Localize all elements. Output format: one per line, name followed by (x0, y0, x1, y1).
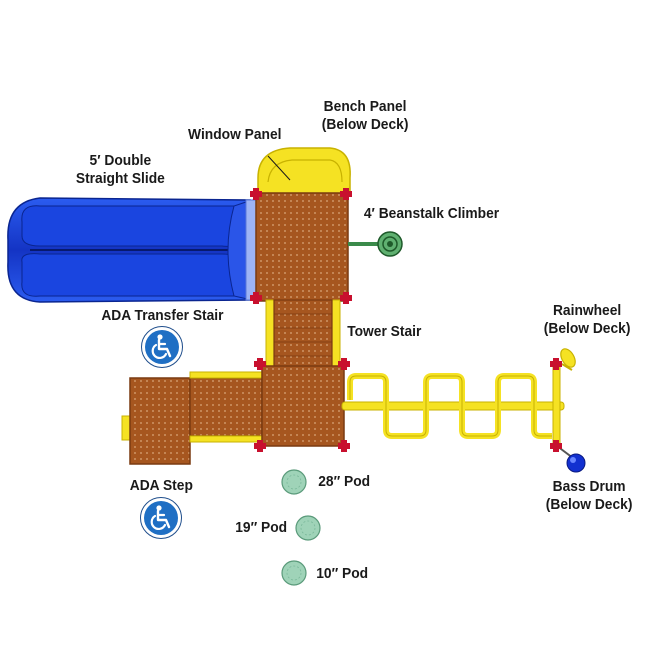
double-straight-slide (7, 197, 257, 303)
window-panel-label: Window Panel (188, 126, 281, 144)
pod-10-text: 10″ Pod (316, 565, 369, 582)
double-slide-label: 5′ Double Straight Slide (76, 152, 165, 188)
lower-deck (261, 365, 345, 447)
double-slide-line1: 5′ Double (89, 152, 152, 169)
ada-step-label: ADA Step (130, 477, 193, 495)
rainwheel (560, 348, 576, 371)
ada-transfer-label: ADA Transfer Stair (101, 307, 223, 325)
window-panel-leader (267, 155, 291, 181)
bass-drum-label: Bass Drum (Below Deck) (546, 478, 633, 514)
bass-drum (556, 445, 586, 473)
double-slide-line2: Straight Slide (75, 170, 165, 187)
horizontal-ladder (341, 365, 565, 447)
pod-19-label: 19″ Pod (235, 519, 287, 537)
bench-panel (257, 147, 351, 197)
ada-transfer-stair (121, 371, 263, 465)
upper-deck (255, 192, 349, 302)
rainwheel-line1: Rainwheel (552, 302, 622, 319)
tower-stair-text: Tower Stair (347, 323, 422, 340)
clamp-markers (250, 188, 562, 452)
tower-stair-label: Tower Stair (347, 323, 421, 341)
pod-28-text: 28″ Pod (318, 473, 371, 490)
ada-step-text: ADA Step (129, 477, 193, 494)
bench-panel-line2: (Below Deck) (321, 116, 409, 133)
rainwheel-label: Rainwheel (Below Deck) (544, 302, 631, 338)
bench-panel-label: Bench Panel (Below Deck) (322, 98, 409, 134)
ada-transfer-text: ADA Transfer Stair (101, 307, 224, 324)
beanstalk-climber (348, 231, 403, 257)
rainwheel-line2: (Below Deck) (543, 320, 631, 337)
bass-drum-line1: Bass Drum (552, 478, 626, 495)
pod-28-label: 28″ Pod (318, 473, 370, 491)
bench-panel-line1: Bench Panel (323, 98, 407, 115)
wheelchair-icon (140, 497, 182, 539)
window-panel-text: Window Panel (188, 126, 282, 143)
beanstalk-label: 4′ Beanstalk Climber (364, 205, 499, 223)
pod-19-text: 19″ Pod (235, 519, 288, 536)
pod-28 (281, 469, 307, 495)
tower-stair (265, 299, 341, 371)
beanstalk-text: 4′ Beanstalk Climber (363, 205, 500, 222)
bass-drum-line2: (Below Deck) (545, 496, 633, 513)
pod-10-label: 10″ Pod (316, 565, 368, 583)
wheelchair-icon (141, 326, 183, 368)
pod-19 (295, 515, 321, 541)
pod-10 (281, 560, 307, 586)
